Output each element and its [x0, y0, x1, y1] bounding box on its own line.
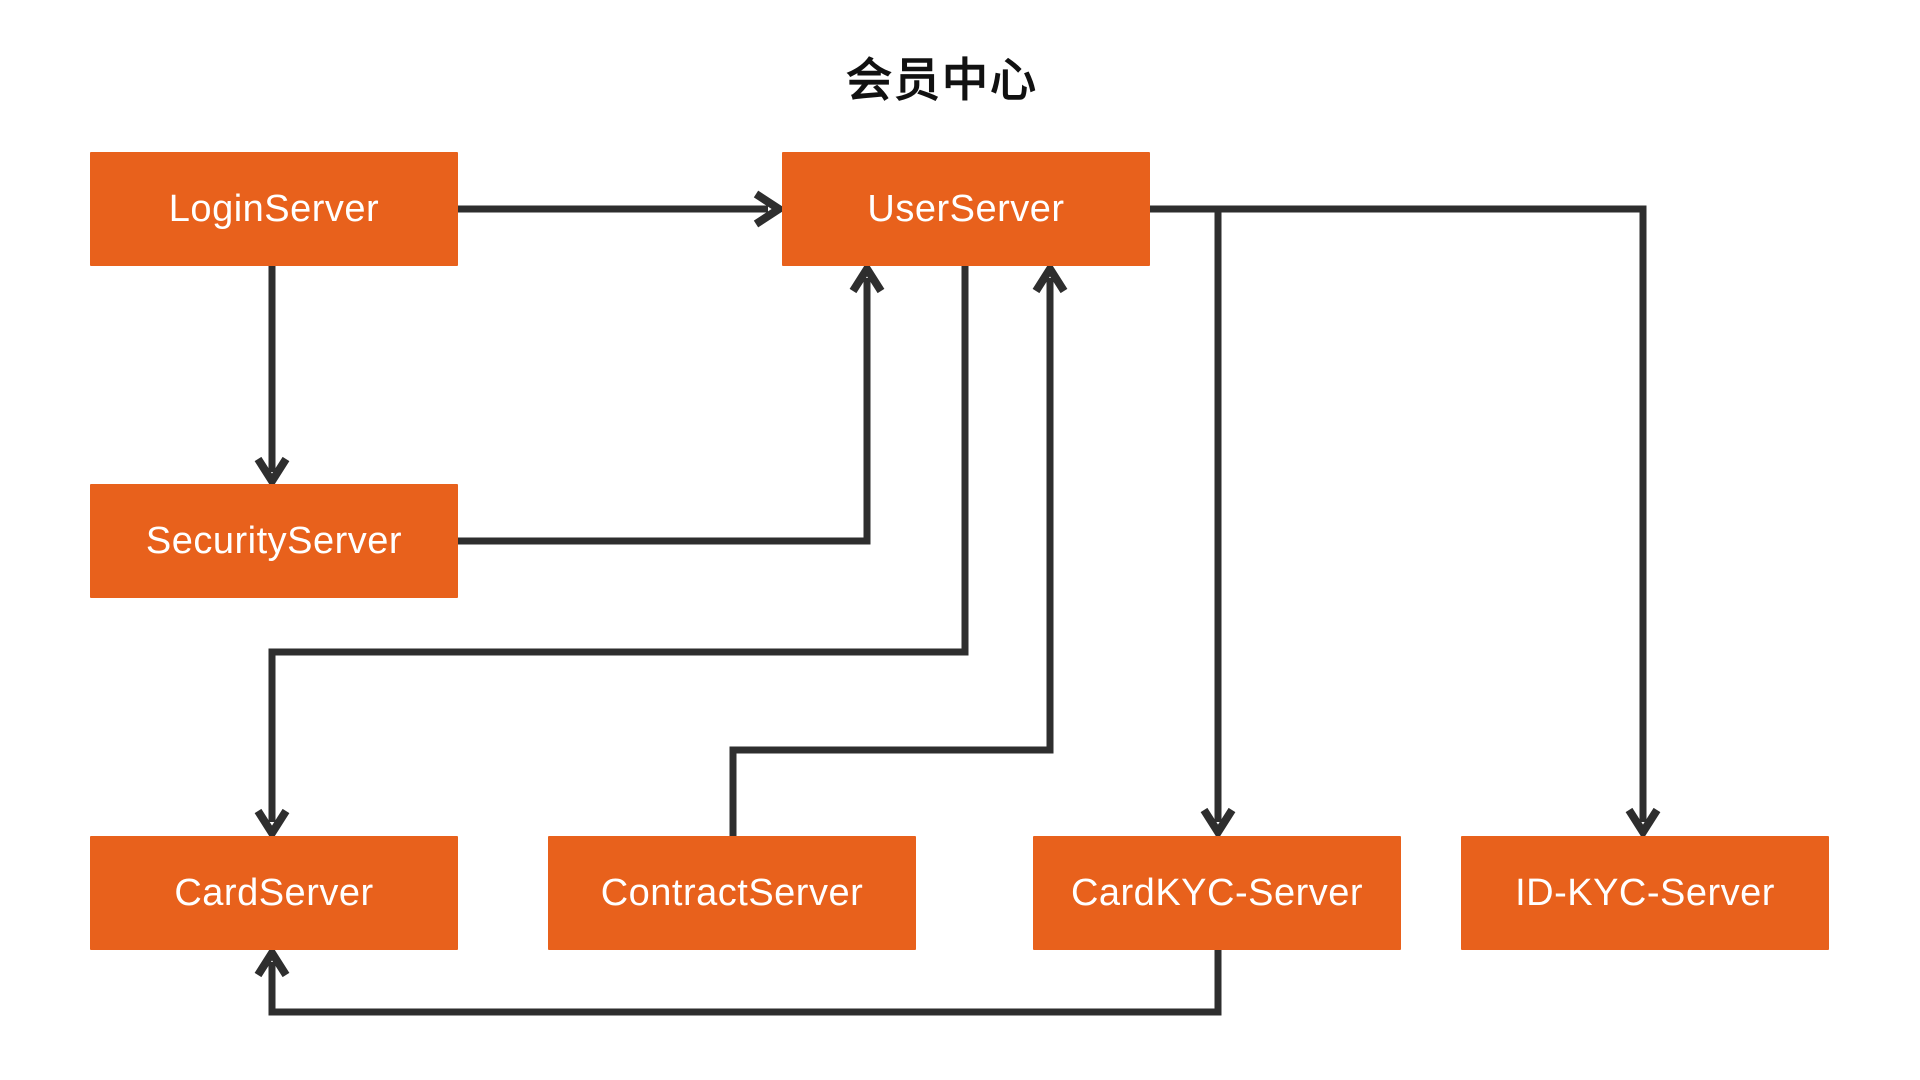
edge-userserver-to-cardserver — [254, 264, 969, 841]
edge-loginserver-to-securityserver — [254, 266, 290, 489]
diagram-title: 会员中心 — [846, 54, 1038, 106]
arrowhead-down — [1625, 807, 1661, 840]
node-cardkyc-server[interactable]: CardKYC-Server — [1033, 836, 1401, 950]
edge-contractserver-to-userserver — [729, 261, 1068, 838]
node-security-server[interactable]: SecurityServer — [90, 484, 458, 598]
edge-loginserver-to-userserver — [458, 190, 787, 228]
arrowhead-up — [254, 945, 290, 978]
arrowhead-down — [1200, 807, 1236, 840]
node-id-kyc-server[interactable]: ID-KYC-Server — [1461, 836, 1829, 950]
edge-shaft — [268, 948, 1222, 1016]
arrowhead-down — [254, 808, 290, 841]
edge-shaft — [458, 278, 871, 545]
arrowhead-right — [753, 190, 787, 228]
arrowhead-up — [849, 261, 885, 294]
edge-shaft — [268, 264, 969, 822]
node-login-server[interactable]: LoginServer — [90, 152, 458, 266]
edge-shaft — [729, 278, 1054, 838]
node-card-server[interactable]: CardServer — [90, 836, 458, 950]
node-contract-server[interactable]: ContractServer — [548, 836, 916, 950]
edge-securityserver-to-userserver — [458, 261, 885, 545]
edge-userserver-to-cardkycserver — [1200, 209, 1236, 840]
edge-userserver-to-idkycserver — [1150, 205, 1661, 840]
edge-shaft — [1150, 205, 1647, 822]
arrowhead-up — [1032, 261, 1068, 294]
edge-cardkycserver-to-cardserver — [254, 945, 1222, 1016]
node-user-server[interactable]: UserServer — [782, 152, 1150, 266]
arrowhead-down — [254, 456, 290, 489]
